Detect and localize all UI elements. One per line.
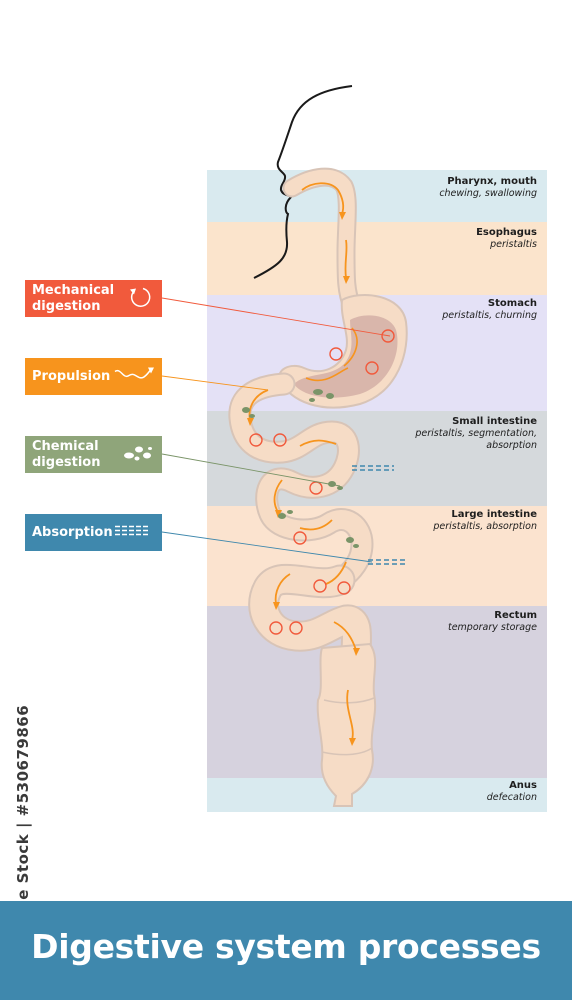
band-anus [207,778,547,812]
stage-name: Rectum [494,610,537,621]
stage-desc: defecation [486,792,537,803]
propulsion-arrows [248,182,357,741]
stock-id-label: Adobe Stock | #530679866 [8,705,38,945]
absorption-markers [352,465,408,565]
stage-rectum: Rectum temporary storage [397,610,537,634]
wavy-arrow-icon [113,365,155,388]
stage-pharynx-mouth: Pharynx, mouth chewing, swallowing [397,176,537,200]
title-banner: Digestive system processes [0,901,572,1000]
legend-label: Propulsion [32,368,111,384]
stage-anus: Anus defecation [397,780,537,804]
stage-esophagus: Esophagus peristaltis [397,227,537,251]
stage-name: Large intestine [451,509,537,520]
band-esophagus [207,222,547,295]
stage-desc: peristaltis, absorption [433,521,537,532]
stage-small-intestine: Small intestine peristaltis, segmentatio… [397,416,537,452]
circular-arrow-icon [121,283,155,314]
rectum-organ [316,642,377,807]
stage-name: Small intestine [452,416,537,427]
stage-desc: chewing, swallowing [439,188,537,199]
stage-name: Esophagus [476,227,537,238]
legend-label: Chemical digestion [32,438,101,470]
stomach-contents [294,315,398,398]
legend-connectors [161,297,391,563]
face-profile-outline [253,85,353,279]
particles-icon [121,441,155,468]
mechanical-digestion-markers [249,329,395,635]
stage-desc: temporary storage [447,622,537,633]
stage-desc: peristaltis, churning [442,310,537,321]
legend-mechanical-digestion: Mechanical digestion [25,280,162,317]
stage-desc: peristaltis [490,239,537,250]
band-pharynx [207,170,547,222]
stage-name: Anus [509,780,537,791]
digestive-diagram [161,85,547,812]
stage-name: Pharynx, mouth [447,176,537,187]
stage-desc: peristaltis, segmentation, absorption [415,428,537,451]
legend-absorption: Absorption [25,514,162,551]
legend-label: Mechanical digestion [32,282,115,314]
legend-label: Absorption [32,524,113,540]
stage-stomach: Stomach peristaltis, churning [397,298,537,322]
stage-large-intestine: Large intestine peristaltis, absorption [397,509,537,533]
page-title: Digestive system processes [31,927,541,966]
stage-name: Stomach [487,298,537,309]
dashed-arrow-icon [113,522,155,543]
chemical-digestion-markers [242,389,359,548]
legend-chemical-digestion: Chemical digestion [25,436,162,473]
legend-propulsion: Propulsion [25,358,162,395]
